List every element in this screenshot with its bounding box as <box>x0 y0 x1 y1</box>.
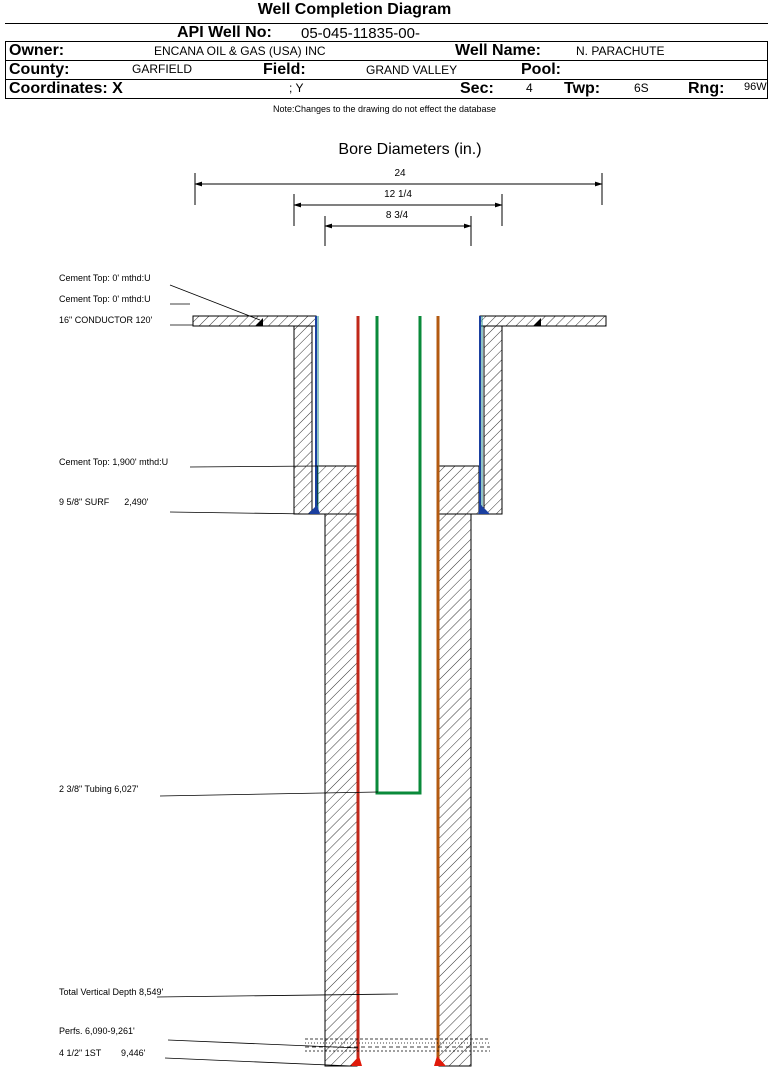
county-label: County: <box>9 61 70 78</box>
annotation-cement-top-1: Cement Top: 0' mthd:U <box>59 273 151 283</box>
tubing <box>375 316 422 795</box>
conductor-shoe-left <box>255 318 263 326</box>
production-shoe-right <box>434 1056 446 1066</box>
surface-annulus-left <box>293 325 313 515</box>
surface-shoe-right <box>478 505 490 514</box>
bore-diameters-title: Bore Diameters (in.) <box>338 141 482 158</box>
annotation-cement-top-3: Cement Top: 1,900' mthd:U <box>59 457 169 467</box>
production-annulus-right <box>438 513 472 1067</box>
header-row-coordinates: Coordinates: X ; Y Sec: 4 Twp: 6S Rng: 9… <box>5 80 768 99</box>
database-note: Note:Changes to the drawing do not effec… <box>273 104 496 114</box>
annotation-perforations: Perfs. 6,090-9,261' <box>59 1026 135 1036</box>
annotation-surface-casing: 9 5/8" SURF 2,490' <box>59 497 149 507</box>
owner-label: Owner: <box>9 42 65 59</box>
field-value: GRAND VALLEY <box>366 63 458 77</box>
county-value: GARFIELD <box>132 62 193 76</box>
header-row-owner: Owner: ENCANA OIL & GAS (USA) INC Well N… <box>5 41 768 61</box>
twp-value: 6S <box>634 81 649 95</box>
annotation-cement-top-2: Cement Top: 0' mthd:U <box>59 294 151 304</box>
header-row-api: API Well No: 05-045-11835-00- <box>5 23 768 42</box>
conductor-shoe-right <box>533 318 541 326</box>
api-label: API Well No: <box>177 24 272 41</box>
tvd-leader <box>156 993 399 998</box>
rng-label: Rng: <box>688 80 725 97</box>
annotation-conductor: 16" CONDUCTOR 120' <box>59 315 153 325</box>
twp-label: Twp: <box>564 80 601 97</box>
api-value: 05-045-11835-00- <box>301 25 420 42</box>
conductor-flange-right <box>479 315 607 327</box>
coordinates-label: Coordinates: X <box>9 80 123 97</box>
bore-diameter-label-1: 24 <box>394 168 406 179</box>
annotation-production-casing: 4 1/2" 1ST 9,446' <box>59 1048 146 1058</box>
bore-diameter-label-3: 8 3/4 <box>385 210 409 221</box>
header-row-county: County: GARFIELD Field: GRAND VALLEY Poo… <box>5 61 768 80</box>
bore-diameter-label-2: 12 1/4 <box>384 189 412 200</box>
surface-annulus-right <box>483 325 503 515</box>
owner-value: ENCANA OIL & GAS (USA) INC <box>154 44 326 58</box>
cement-inner-left <box>316 465 358 515</box>
annotation-tvd: Total Vertical Depth 8,549' <box>59 987 164 997</box>
coordinates-y-label: ; Y <box>289 81 304 95</box>
surface-shoe-left <box>308 505 320 514</box>
bore-dimensions <box>194 173 603 246</box>
leader-lines <box>159 284 379 1067</box>
sec-value: 4 <box>526 81 533 95</box>
sec-label: Sec: <box>460 80 494 97</box>
well-name-label: Well Name: <box>455 42 541 59</box>
cement-inner-right <box>438 465 480 515</box>
annotation-tubing: 2 3/8" Tubing 6,027' <box>59 784 139 794</box>
rng-value: 96W <box>744 81 767 93</box>
production-shoe-left <box>350 1056 362 1066</box>
pool-label: Pool: <box>521 61 561 78</box>
well-name-value: N. PARACHUTE <box>576 44 665 58</box>
production-annulus-left <box>324 513 358 1067</box>
page-title: Well Completion Diagram <box>257 1 452 18</box>
field-label: Field: <box>263 61 306 78</box>
